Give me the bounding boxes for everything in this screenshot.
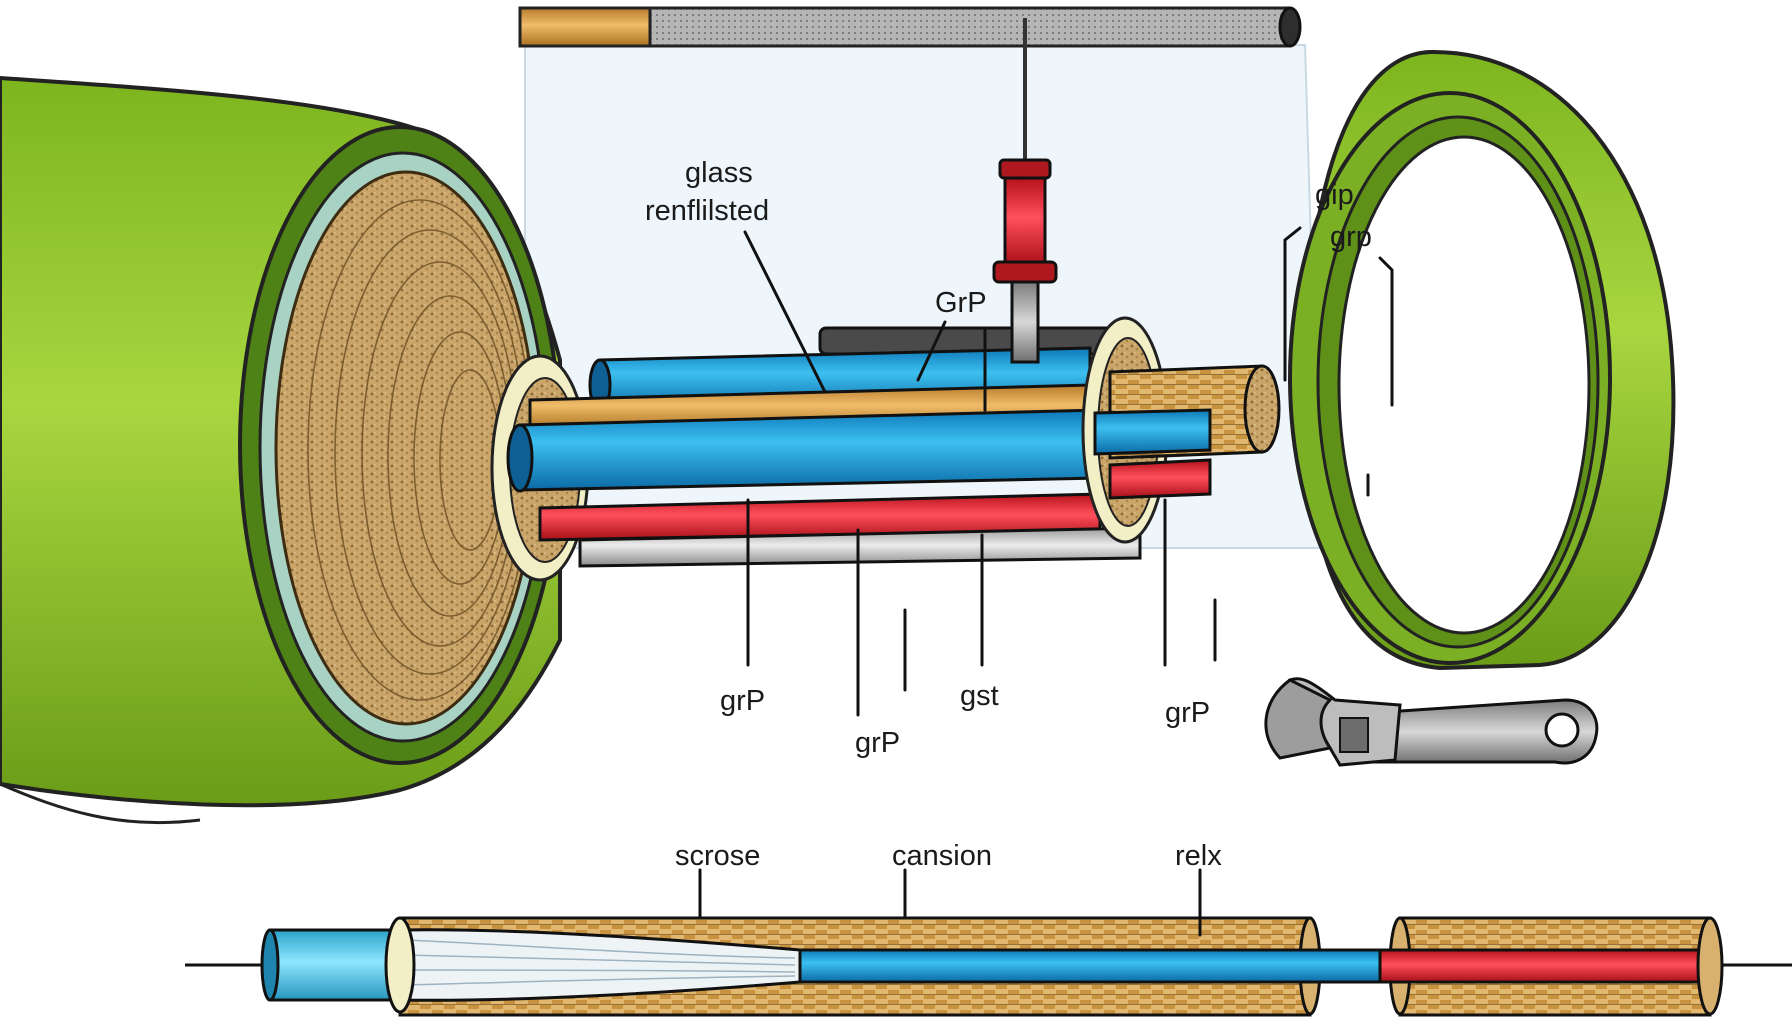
wrench-icon bbox=[1264, 677, 1599, 767]
gray-tube bbox=[578, 526, 1142, 568]
label-gip: gip bbox=[1315, 179, 1354, 211]
top-rod bbox=[518, 6, 1302, 48]
main-blue-tube bbox=[518, 408, 1102, 492]
leader-lines bbox=[698, 226, 1394, 937]
bottom-cable bbox=[185, 916, 1792, 1017]
label-scrose: scrose bbox=[675, 840, 760, 872]
label-grp-left: grP bbox=[720, 685, 765, 717]
woven-core-end bbox=[1093, 364, 1281, 500]
label-grp-mid: grP bbox=[855, 727, 900, 759]
label-relx: relx bbox=[1175, 840, 1222, 872]
label-glass: glass bbox=[685, 157, 753, 189]
label-grp-lower-right: grP bbox=[1165, 697, 1210, 729]
outer-green-jacket bbox=[0, 75, 562, 825]
green-end-ring bbox=[1288, 49, 1676, 671]
label-grp-right: grp bbox=[1330, 221, 1372, 253]
label-grp-top: GrP bbox=[935, 287, 987, 319]
label-reinforced: renflilsted bbox=[645, 195, 769, 227]
label-gst: gst bbox=[960, 680, 999, 712]
red-probe bbox=[992, 18, 1058, 364]
label-cansion: cansion bbox=[892, 840, 992, 872]
tube-bundle bbox=[506, 346, 1142, 568]
